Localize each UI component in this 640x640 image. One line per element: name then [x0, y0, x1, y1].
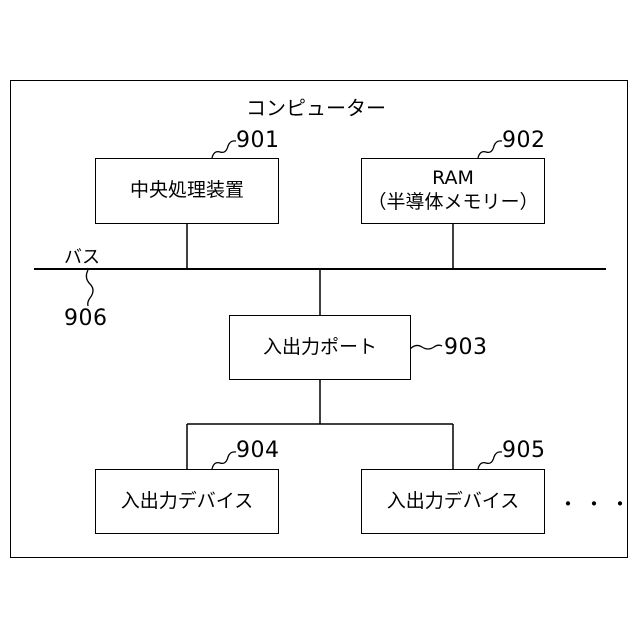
device-b-leader: [478, 452, 502, 469]
device-a-leader: [212, 452, 236, 469]
device-a-label: 入出力デバイス: [121, 490, 253, 514]
cpu-ref-number: 901: [236, 128, 280, 153]
cpu-box: 中央処理装置: [95, 158, 279, 224]
device-box-b: 入出力デバイス: [361, 469, 545, 534]
device-box-a: 入出力デバイス: [95, 469, 279, 534]
computer-title: コンピューター: [246, 92, 386, 121]
more-devices-ellipsis: ・・・: [558, 488, 636, 517]
bus-ref-number: 906: [64, 306, 108, 331]
ram-box: RAM （半導体メモリー）: [361, 158, 545, 224]
io-port-ref-number: 903: [444, 335, 488, 360]
ioport-leader: [410, 345, 442, 349]
ram-ref-number: 902: [502, 128, 546, 153]
ram-leader: [478, 141, 502, 158]
device-b-ref-number: 905: [502, 438, 546, 463]
cpu-label: 中央処理装置: [130, 179, 244, 203]
bus-label: バス: [64, 243, 100, 269]
ram-label-line1: RAM: [432, 167, 474, 191]
device-b-label: 入出力デバイス: [387, 490, 519, 514]
device-a-ref-number: 904: [236, 438, 280, 463]
io-port-label: 入出力ポート: [263, 336, 377, 360]
cpu-leader: [212, 141, 236, 158]
bus-leader: [86, 270, 93, 306]
io-port-box: 入出力ポート: [229, 315, 411, 380]
ram-label-line2: （半導体メモリー）: [367, 191, 538, 215]
